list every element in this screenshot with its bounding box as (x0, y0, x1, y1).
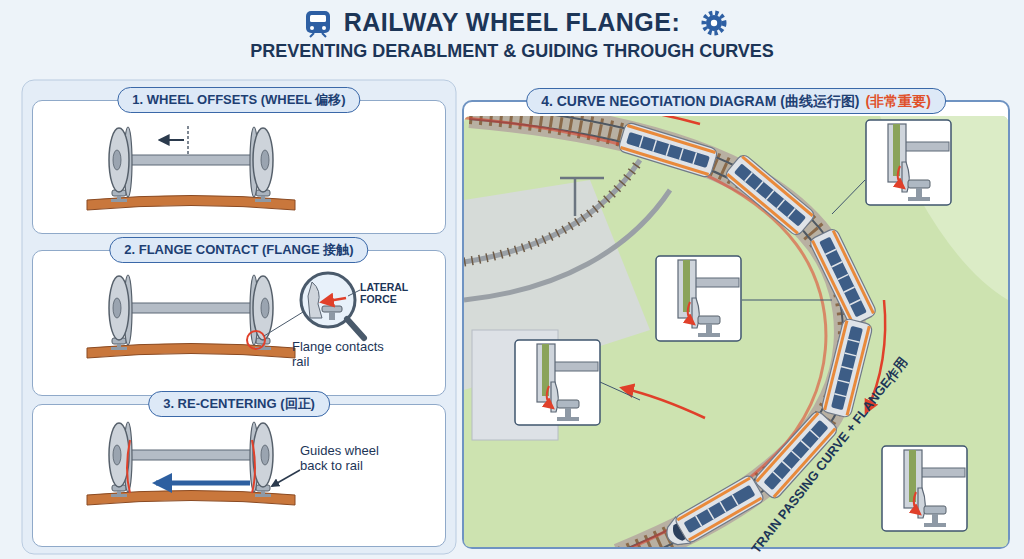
page-subtitle: PREVENTING DERABLMENT & GUIDING THROUGH … (0, 41, 1024, 62)
left-column-frame (22, 80, 456, 554)
flange-detail-inset (515, 340, 600, 425)
direction-arrow (556, 116, 700, 124)
leader-arrow (272, 470, 300, 486)
train-icon (306, 11, 330, 37)
curve-guide-line (464, 116, 826, 547)
gear-teeth (704, 13, 724, 33)
panel-heading: 3. RE-CENTERING (回正) (148, 391, 330, 417)
sleepers (470, 116, 850, 547)
magnified-flange (308, 282, 322, 318)
flange-contact-illustration (87, 273, 364, 358)
train-car (808, 227, 877, 326)
inset-leader (742, 300, 832, 301)
inset-leader (600, 382, 640, 400)
leader-line (264, 312, 303, 336)
train-car (724, 153, 817, 238)
flange-highlight (252, 440, 255, 493)
panel-heading: 2. FLANGE CONTACT (FLANGE 接触) (109, 237, 368, 263)
train-car (753, 409, 840, 500)
re-centering-illustration (87, 422, 300, 505)
leader-line (348, 290, 360, 296)
train-icon-body (306, 11, 330, 33)
flange-detail-inset (882, 446, 967, 531)
direction-arrow (622, 388, 705, 418)
gear-body (706, 15, 722, 31)
magnified-rail-web (329, 312, 335, 320)
panel-title: 2. FLANGE CONTACT (FLANGE 接触) (124, 242, 353, 257)
wheelset (87, 275, 295, 358)
centerline (187, 126, 188, 154)
magnifier-lens (301, 273, 355, 327)
train-icon-window (310, 15, 326, 22)
lateral-force-arrow (322, 298, 346, 302)
magnified-rail (322, 306, 342, 312)
inset-leader (832, 180, 865, 214)
field (880, 116, 1008, 300)
train-car (618, 122, 719, 179)
sleepers (470, 116, 850, 547)
train-icon-light (310, 26, 314, 30)
step-panel: 3. RE-CENTERING (回正) (32, 404, 446, 547)
leading-car (661, 474, 765, 547)
panel-title: 1. WHEEL OFFSETS (WHEEL 偏移) (132, 92, 345, 107)
ballast (470, 116, 850, 547)
curve-scene (464, 116, 1008, 547)
gear-hole (711, 20, 717, 26)
signal-gantry (560, 178, 604, 216)
recenter-arrow (156, 481, 250, 486)
offset-arrow (160, 139, 184, 141)
panel-heading: 1. WHEEL OFFSETS (WHEEL 偏移) (117, 87, 360, 113)
direction-arrow (866, 300, 885, 412)
grass (464, 116, 1008, 547)
panel-title: 4. CURVE NEGOTIATION DIAGRAM (曲线运行图) (541, 93, 859, 109)
train-icon-light (322, 26, 326, 30)
paved-area (464, 180, 650, 390)
panel-title: 3. RE-CENTERING (回正) (163, 396, 315, 411)
side-track (464, 160, 640, 262)
magnifier-handle (347, 319, 364, 338)
importance-note: (非常重要) (866, 93, 931, 109)
step-panel: 2. FLANGE CONTACT (FLANGE 接触) (32, 250, 446, 396)
wheel-offset-illustration (87, 126, 295, 210)
side-track (464, 190, 670, 300)
building (472, 330, 558, 440)
contact-highlight (247, 331, 265, 349)
panel-heading: 4. CURVE NEGOTIATION DIAGRAM (曲线运行图) (非常重… (526, 88, 946, 114)
rails (470, 116, 850, 547)
wheelset (87, 422, 295, 505)
step-panel: 1. WHEEL OFFSETS (WHEEL 偏移) (32, 100, 446, 234)
page-title: RAILWAY WHEEL FLANGE: (0, 8, 1024, 37)
flange-detail-inset (656, 256, 741, 341)
train-icon-legs (310, 33, 326, 37)
rail-gap (470, 116, 850, 547)
wheelset (87, 127, 295, 210)
curve-panel: 4. CURVE NEGOTIATION DIAGRAM (曲线运行图)(非常重… (462, 100, 1010, 549)
train-car (821, 318, 873, 418)
flange-detail-inset (866, 120, 951, 205)
flange-highlight (127, 440, 130, 493)
gear-icon (704, 13, 724, 33)
side-track-ties (464, 160, 640, 262)
